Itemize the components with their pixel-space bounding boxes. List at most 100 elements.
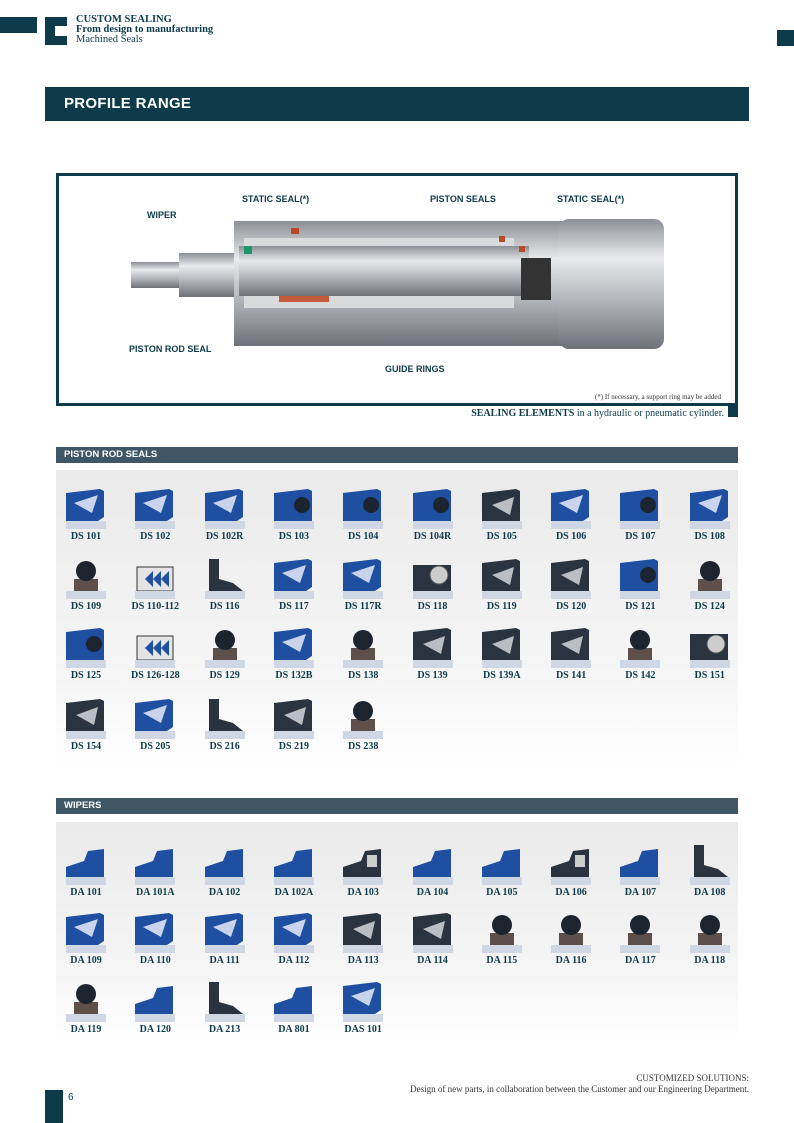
profile-wblue-icon — [403, 843, 463, 885]
profile-darkring-icon — [680, 626, 740, 668]
profile-tile: DA 114 — [403, 911, 463, 966]
profile-label: DS 105 — [486, 531, 517, 542]
profile-tile: DA 102 — [195, 843, 255, 898]
profile-tile: DS 132B — [264, 626, 324, 681]
profile-oring-icon — [541, 911, 601, 953]
profile-tile: DA 119 — [56, 980, 116, 1035]
profile-wblue-icon — [125, 980, 185, 1022]
profile-dark-icon — [472, 626, 532, 668]
profile-tile: DA 117 — [610, 911, 670, 966]
page-title: PROFILE RANGE — [45, 87, 749, 121]
profile-label: DS 104R — [413, 531, 452, 542]
profile-bluering-icon — [333, 487, 393, 529]
cylinder-illustration — [131, 219, 664, 349]
header-line2: From design to manufacturing — [76, 24, 214, 35]
profile-blue-icon — [125, 487, 185, 529]
profile-tile: DA 116 — [541, 911, 601, 966]
profile-bluering-icon — [610, 557, 670, 599]
profile-wblue-icon — [472, 843, 532, 885]
profile-label: DS 117R — [344, 601, 382, 612]
profile-label: DS 126-128 — [130, 670, 180, 681]
profile-tile: DS 139 — [403, 626, 463, 681]
profile-wdark-icon — [333, 843, 393, 885]
profile-label: DS 124 — [694, 601, 725, 612]
profile-tile: DS 142 — [610, 626, 670, 681]
diagram-note: (*) If necessary, a support ring may be … — [594, 393, 721, 401]
profile-dark-icon — [472, 487, 532, 529]
profile-oring-icon — [333, 697, 393, 739]
label-piston-seals: PISTON SEALS — [430, 194, 496, 204]
profile-label: DA 107 — [624, 887, 657, 898]
profile-tile: DS 120 — [541, 557, 601, 612]
page-number: 6 — [68, 1092, 74, 1103]
profile-bluering-icon — [403, 487, 463, 529]
profile-label: DS 139A — [483, 670, 521, 681]
profile-oring-icon — [56, 557, 116, 599]
profile-blue-icon — [264, 911, 324, 953]
profile-label: DA 104 — [416, 887, 449, 898]
profile-label: DA 114 — [417, 955, 448, 966]
profile-wblue-icon — [195, 843, 255, 885]
profile-label: DS 108 — [694, 531, 725, 542]
profile-blue-icon — [56, 911, 116, 953]
profile-label: DS 129 — [209, 670, 240, 681]
profile-tile: DS 118 — [403, 557, 463, 612]
logo — [45, 17, 67, 45]
profile-label: DS 138 — [348, 670, 379, 681]
footer-text: CUSTOMIZED SOLUTIONS:Design of new parts… — [410, 1073, 749, 1095]
profile-label: DA 113 — [347, 955, 379, 966]
profile-oring-icon — [610, 911, 670, 953]
profile-tile: DA 111 — [195, 911, 255, 966]
profile-tile: DS 117 — [264, 557, 324, 612]
label-piston-rod-seal: PISTON ROD SEAL — [129, 344, 212, 354]
profile-label: DS 103 — [278, 531, 310, 542]
profile-wdark-icon — [541, 843, 601, 885]
profile-tile: DA 101 — [56, 843, 116, 898]
profile-label: DS 102 — [140, 531, 171, 542]
profile-blue-icon — [56, 487, 116, 529]
profile-tile: DS 102R — [195, 487, 255, 542]
profile-label: DS 205 — [140, 741, 171, 752]
profile-label: DS 102R — [205, 531, 244, 542]
profile-tile: DA 110 — [125, 911, 185, 966]
profile-tile: DA 115 — [472, 911, 532, 966]
profile-label: DS 121 — [625, 601, 656, 612]
profile-tile: DA 107 — [610, 843, 670, 898]
profile-tile: DA 102A — [264, 843, 324, 898]
profile-tile: DA 105 — [472, 843, 532, 898]
diagram-caption: SEALING ELEMENTS in a hydraulic or pneum… — [360, 408, 724, 419]
profile-label: DS 142 — [625, 670, 656, 681]
profile-oring-icon — [472, 911, 532, 953]
profile-label: DS 132B — [275, 670, 313, 681]
profile-tile: DS 104 — [333, 487, 393, 542]
profile-tile: DA 106 — [541, 843, 601, 898]
profile-darkring-icon — [403, 557, 463, 599]
profile-label: DS 125 — [70, 670, 102, 681]
profile-dark-icon — [264, 697, 324, 739]
profile-label: DA 111 — [209, 955, 240, 966]
profile-tile: DA 109 — [56, 911, 116, 966]
section-piston-rod-seals: PISTON ROD SEALS — [56, 447, 738, 463]
profile-tile: DS 104R — [403, 487, 463, 542]
profile-label: DS 141 — [555, 670, 587, 681]
profile-tile: DS 139A — [472, 626, 532, 681]
profile-tile: DS 125 — [56, 626, 116, 681]
profile-label: DA 106 — [555, 887, 587, 898]
profile-label: DS 104 — [348, 531, 379, 542]
profile-wblue-icon — [610, 843, 670, 885]
profile-blue-icon — [264, 626, 324, 668]
profile-tile: DA 101A — [125, 843, 185, 898]
profile-label: DS 117 — [279, 601, 309, 612]
profile-dark-icon — [472, 557, 532, 599]
profile-chevron-icon — [125, 557, 185, 599]
footer-line1: CUSTOMIZED SOLUTIONS: — [636, 1073, 749, 1083]
profile-label: DAS 101 — [344, 1024, 382, 1035]
profile-label: DS 151 — [694, 670, 725, 681]
profile-tile: DS 154 — [56, 697, 116, 752]
profile-label: DS 116 — [209, 601, 240, 612]
profile-label: DA 120 — [139, 1024, 171, 1035]
label-static-seal-right: STATIC SEAL(*) — [557, 194, 625, 204]
profile-tile: DA 108 — [680, 843, 740, 898]
profile-tile: DS 116 — [195, 557, 255, 612]
profile-tile: DS 105 — [472, 487, 532, 542]
